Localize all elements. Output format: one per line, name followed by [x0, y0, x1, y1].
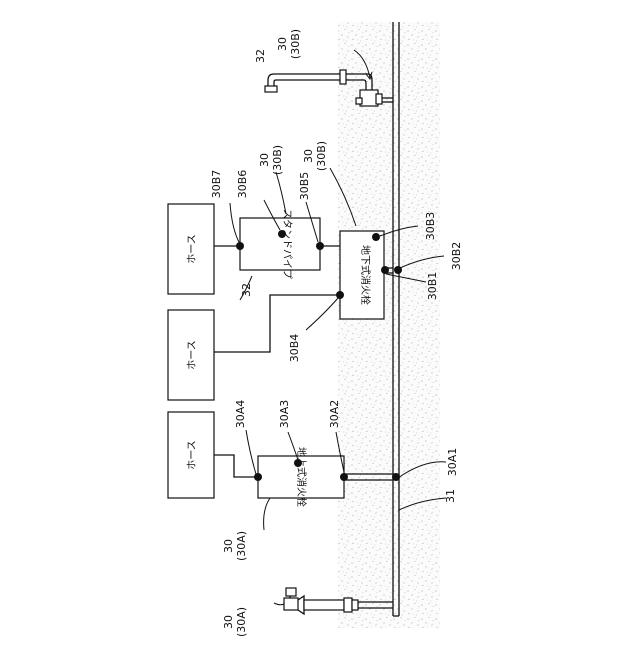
label-30B4: 30B4 — [288, 334, 301, 363]
hose-text-2: ホース — [186, 340, 198, 370]
node-30A4 — [254, 473, 262, 481]
node-30B3 — [372, 233, 380, 241]
label-bottom-30: 30 — [222, 615, 235, 629]
label-aboveground-30: 30 — [222, 539, 235, 553]
standpipe-text: スタンドパイプ — [281, 209, 293, 279]
ground-area — [338, 22, 440, 628]
node-30A2 — [340, 473, 348, 481]
label-underground-30B: (30B) — [315, 141, 328, 171]
label-30A4: 30A4 — [234, 400, 247, 429]
label-standpipe-30: 30 — [258, 153, 271, 167]
label-standpipe-32: 32 — [240, 283, 253, 297]
label-30B3: 30B3 — [424, 212, 437, 241]
label-30A2: 30A2 — [328, 400, 341, 429]
label-31: 31 — [444, 489, 457, 503]
aboveground-hydrant-text: 地上式消火栓 — [295, 447, 308, 507]
node-30B4 — [336, 291, 344, 299]
label-30B5: 30B5 — [298, 172, 311, 201]
hose-text-3: ホース — [186, 440, 198, 470]
label-pipe-32-top: 32 — [254, 49, 267, 63]
label-30A3: 30A3 — [278, 400, 291, 429]
label-underground-30: 30 — [302, 149, 315, 163]
underground-hydrant-text: 地下式消火栓 — [359, 245, 372, 305]
node-30B5 — [316, 242, 324, 250]
label-standpipe-30B: (30B) — [271, 145, 284, 175]
label-30B6: 30B6 — [236, 170, 249, 199]
hose-text-1: ホース — [186, 234, 198, 264]
label-30B2: 30B2 — [450, 242, 463, 271]
label-aboveground-30A: (30A) — [235, 531, 248, 561]
label-top-30B: (30B) — [289, 29, 302, 59]
node-30B1 — [381, 266, 389, 274]
label-30B7: 30B7 — [210, 170, 223, 199]
label-30B1: 30B1 — [426, 272, 439, 301]
label-30A1: 30A1 — [446, 448, 459, 477]
standpipe-box — [240, 218, 320, 270]
label-bottom-30A: (30A) — [235, 607, 248, 637]
label-top-30: 30 — [276, 37, 289, 51]
